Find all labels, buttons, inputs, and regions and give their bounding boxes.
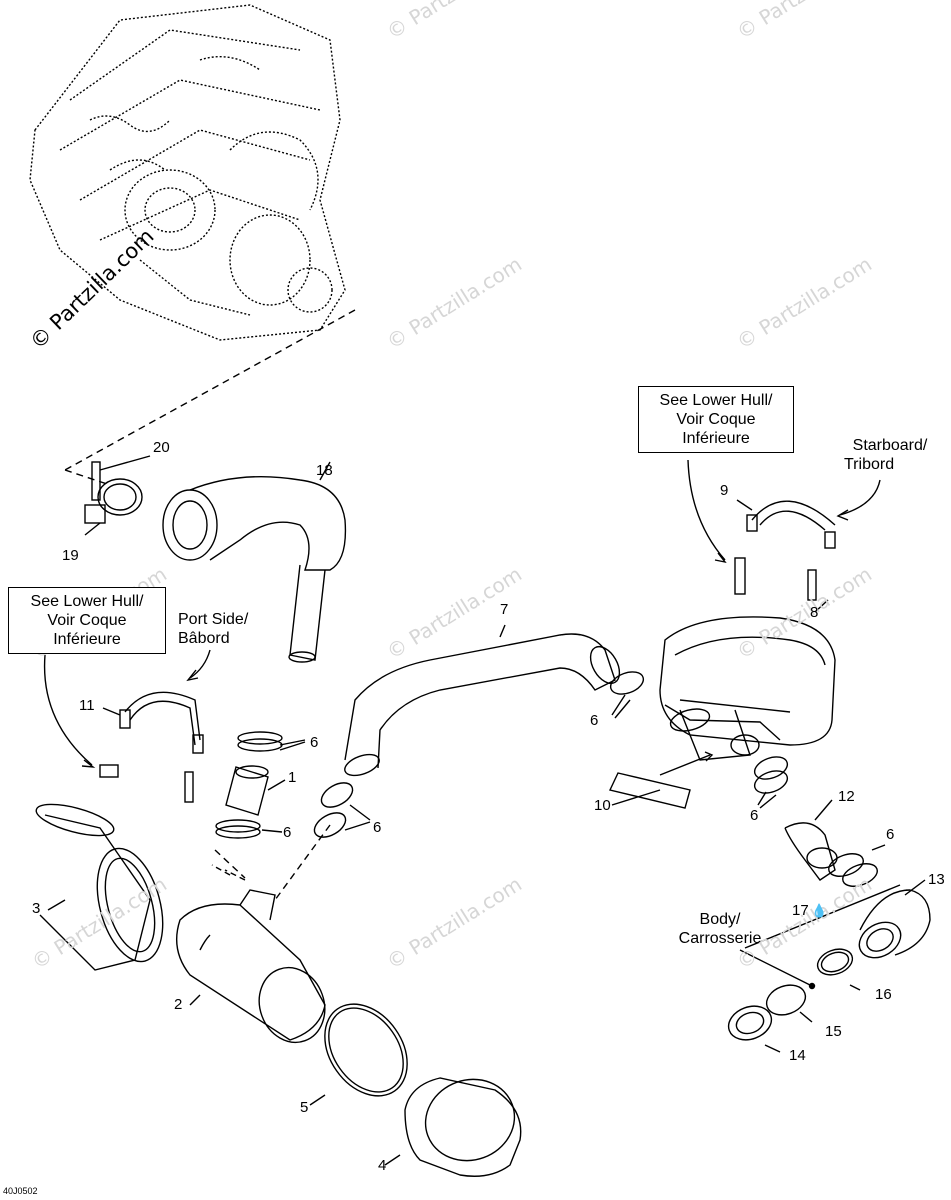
part-8-bracket bbox=[734, 557, 829, 613]
part-6-clamps-lower-right bbox=[828, 844, 886, 887]
callout-10: 10 bbox=[594, 797, 611, 814]
note-line: Voir Coque bbox=[676, 411, 756, 428]
lower-hull-left-leader bbox=[43, 654, 93, 766]
callout-6e: 6 bbox=[750, 807, 759, 824]
part-11-strap bbox=[99, 691, 204, 803]
part-4-cap bbox=[384, 1077, 522, 1177]
note-port-side: Port Side/ Bâbord bbox=[178, 610, 268, 648]
callout-8: 8 bbox=[810, 604, 819, 621]
part-12-hose bbox=[784, 799, 838, 881]
callout-6c: 6 bbox=[373, 819, 382, 836]
callout-6f: 6 bbox=[886, 826, 895, 843]
note-lower-hull-right: See Lower Hull/ Voir Coque Inférieure bbox=[638, 386, 794, 453]
port-side-leader bbox=[189, 649, 211, 679]
part-20-bolt bbox=[91, 455, 151, 501]
drawing-reference: 40J0502 bbox=[3, 1186, 38, 1196]
callout-15: 15 bbox=[825, 1023, 842, 1040]
part-13-elbow bbox=[858, 879, 931, 959]
note-line: Port Side/ bbox=[178, 611, 249, 628]
callout-20: 20 bbox=[153, 439, 170, 456]
note-body: Body/ Carrosserie bbox=[660, 910, 780, 948]
callout-6b: 6 bbox=[283, 824, 292, 841]
part-3-sleeve bbox=[35, 803, 164, 971]
sealant-drop-icon: 💧 bbox=[811, 903, 828, 918]
part-6-clamps-middle bbox=[313, 782, 371, 838]
callout-7: 7 bbox=[500, 601, 509, 618]
callout-6d: 6 bbox=[590, 712, 599, 729]
engine-leader-line-b bbox=[64, 469, 111, 486]
callout-3: 3 bbox=[32, 900, 41, 917]
part-9-strap bbox=[736, 499, 836, 549]
note-line: Inférieure bbox=[53, 631, 121, 648]
right-muffler bbox=[659, 616, 836, 761]
engine-illustration bbox=[29, 4, 346, 341]
part-6-clamps-right bbox=[609, 671, 789, 809]
note-line: Body/ bbox=[699, 911, 741, 928]
part-2-muffler-can bbox=[176, 864, 326, 1044]
note-line: Inférieure bbox=[682, 430, 750, 447]
body-leader bbox=[739, 949, 811, 986]
note-line: See Lower Hull/ bbox=[659, 392, 773, 409]
lower-hull-left-leader-arrow bbox=[81, 759, 96, 768]
lower-hull-right-leader bbox=[687, 459, 726, 561]
note-starboard: Starboard/ Tribord bbox=[840, 436, 940, 474]
note-line: See Lower Hull/ bbox=[30, 593, 144, 610]
note-line: Carrosserie bbox=[678, 930, 762, 947]
callout-4: 4 bbox=[378, 1157, 387, 1174]
callout-2: 2 bbox=[174, 996, 183, 1013]
part-10-strip bbox=[609, 751, 714, 809]
part-18-exhaust-manifold bbox=[162, 461, 347, 663]
dashed-connector-a bbox=[214, 849, 246, 879]
callout-19: 19 bbox=[62, 547, 79, 564]
lower-hull-right-leader-arrow bbox=[714, 552, 727, 564]
starboard-leader bbox=[839, 479, 881, 516]
callout-5: 5 bbox=[300, 1099, 309, 1116]
starboard-leader-arrow bbox=[836, 509, 849, 521]
body-point bbox=[808, 982, 816, 990]
note-line: Bâbord bbox=[178, 630, 230, 647]
note-line: Starboard/ bbox=[852, 437, 928, 454]
part-6-clamps-left bbox=[215, 731, 306, 839]
part-1-coupler bbox=[225, 765, 286, 816]
dashed-connector-b bbox=[274, 824, 331, 901]
note-lower-hull-left: See Lower Hull/ Voir Coque Inférieure bbox=[8, 587, 166, 654]
callout-9: 9 bbox=[720, 482, 729, 499]
part-7-exhaust-pipe bbox=[344, 624, 621, 777]
callout-16: 16 bbox=[875, 986, 892, 1003]
note-line: Tribord bbox=[844, 456, 895, 473]
parts-14-15-16-rings bbox=[727, 884, 901, 1053]
callout-6a: 6 bbox=[310, 734, 319, 751]
port-side-leader-arrow bbox=[186, 669, 199, 682]
callout-12: 12 bbox=[838, 788, 855, 805]
part-5-ring bbox=[309, 1003, 408, 1106]
note-line: Voir Coque bbox=[47, 612, 127, 629]
engine-leader-line bbox=[64, 309, 356, 471]
callout-17: 17 bbox=[792, 902, 809, 919]
callout-18: 18 bbox=[316, 462, 333, 479]
callout-13: 13 bbox=[928, 871, 945, 888]
callout-14: 14 bbox=[789, 1047, 806, 1064]
part-19-clamp bbox=[84, 478, 143, 536]
callout-11: 11 bbox=[79, 697, 95, 714]
callout-1: 1 bbox=[288, 769, 297, 786]
